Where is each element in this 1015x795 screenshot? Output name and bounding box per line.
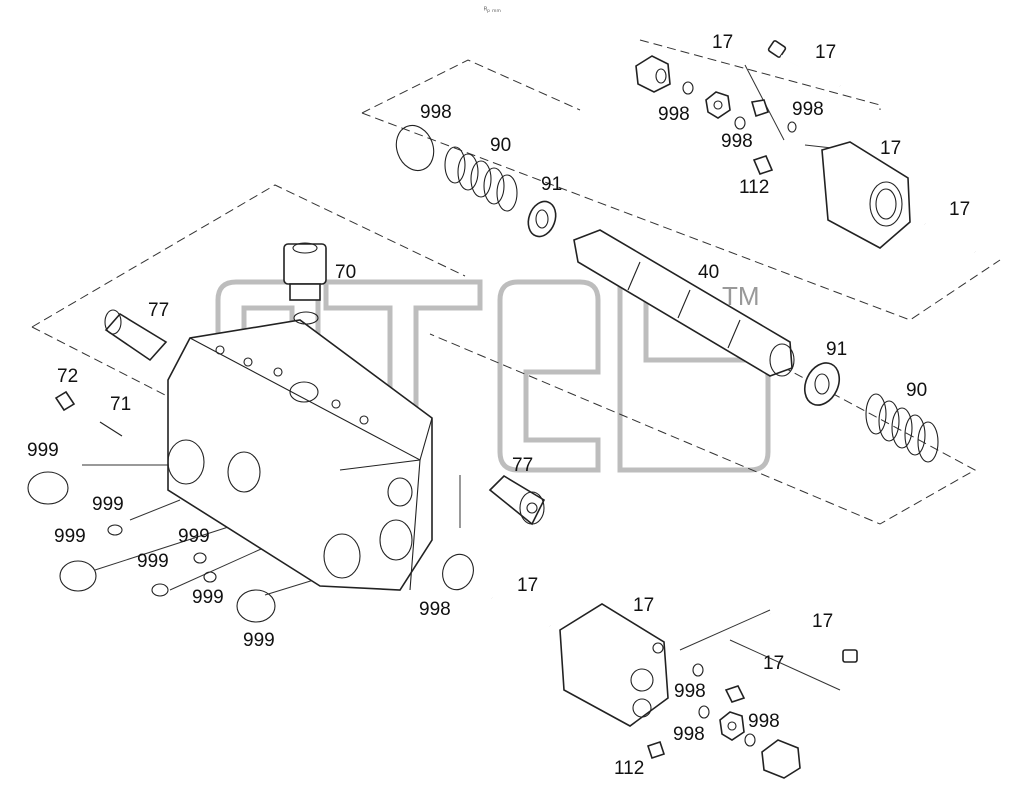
label-91: 91 — [541, 174, 562, 195]
label-998: 998 — [674, 681, 706, 702]
relief-valve-part — [283, 242, 327, 325]
plug-72 — [54, 390, 76, 412]
label-17: 17 — [880, 138, 901, 159]
label-998: 998 — [721, 131, 753, 152]
valve-body-housing — [167, 319, 433, 591]
label-999: 999 — [192, 587, 224, 608]
label-40: 40 — [698, 262, 719, 283]
header-caption: ᴿₚ ₘₘ — [484, 7, 501, 14]
o-ring-small — [682, 81, 694, 95]
bolt-lower — [769, 612, 858, 663]
assembly-outline-lower — [31, 184, 977, 525]
o-ring-small — [744, 733, 756, 747]
spring-retainer-upper — [527, 200, 557, 238]
label-999: 999 — [92, 494, 124, 515]
label-71: 71 — [110, 394, 131, 415]
plug-small — [646, 740, 666, 760]
plug-77-upper — [104, 309, 168, 362]
hex-nut-part — [705, 91, 731, 119]
label-72: 72 — [57, 366, 78, 387]
label-998: 998 — [673, 724, 705, 745]
label-17: 17 — [815, 42, 836, 63]
label-998: 998 — [748, 711, 780, 732]
label-998: 998 — [419, 599, 451, 620]
label-999: 999 — [137, 551, 169, 572]
o-ring-small — [698, 705, 710, 719]
o-ring-998-body — [442, 553, 474, 591]
end-cover-housing-lower — [559, 603, 669, 727]
label-70: 70 — [335, 262, 356, 283]
bolt-part — [767, 40, 841, 88]
plug-small — [752, 155, 774, 175]
cap-nut-lower — [761, 739, 801, 779]
label-17: 17 — [949, 199, 970, 220]
stud-part — [923, 220, 977, 256]
label-998: 998 — [658, 104, 690, 125]
o-ring-small — [692, 663, 704, 677]
o-ring-small — [787, 121, 797, 133]
label-17: 17 — [812, 611, 833, 632]
stud-lower — [490, 593, 552, 631]
o-ring-small — [734, 116, 746, 130]
label-91: 91 — [826, 339, 847, 360]
spring-lower — [865, 393, 939, 463]
label-77: 77 — [512, 455, 533, 476]
plug-small — [750, 99, 770, 118]
assembly-outline-upper — [361, 39, 1001, 321]
label-17: 17 — [633, 595, 654, 616]
set-screw-71 — [99, 421, 123, 437]
label-90: 90 — [906, 380, 927, 401]
label-999: 999 — [178, 526, 210, 547]
spring-retainer-lower — [803, 362, 841, 406]
label-17: 17 — [517, 575, 538, 596]
label-90: 90 — [490, 135, 511, 156]
label-112: 112 — [739, 177, 769, 198]
o-rings-999 — [27, 471, 276, 623]
label-998: 998 — [420, 102, 452, 123]
label-17: 17 — [763, 653, 784, 674]
label-77: 77 — [148, 300, 169, 321]
valve-spool — [573, 229, 795, 377]
label-999: 999 — [27, 440, 59, 461]
label-998: 998 — [792, 99, 824, 120]
end-cover-housing — [821, 141, 911, 249]
hex-nut-lower — [719, 711, 745, 741]
label-999: 999 — [243, 630, 275, 651]
label-17: 17 — [712, 32, 733, 53]
callout-labels: 17 17 998 998 998 998 90 17 91 112 17 70… — [27, 32, 970, 779]
label-999: 999 — [54, 526, 86, 547]
plug-77-lower — [488, 474, 546, 526]
o-ring-large — [395, 124, 435, 172]
plug-small — [724, 685, 746, 703]
cap-nut-part — [635, 55, 671, 93]
label-112: 112 — [614, 758, 644, 779]
spring-upper — [444, 146, 518, 212]
